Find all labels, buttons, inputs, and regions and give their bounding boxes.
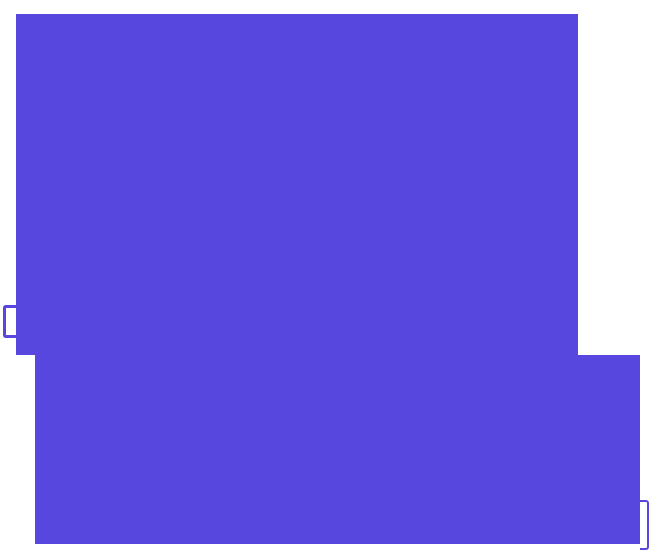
overlay-panel-top [16,14,578,355]
left-edge-tab-handle[interactable] [3,305,16,338]
right-edge-tab-handle[interactable] [640,500,649,550]
overlay-panel-bottom [35,355,640,544]
